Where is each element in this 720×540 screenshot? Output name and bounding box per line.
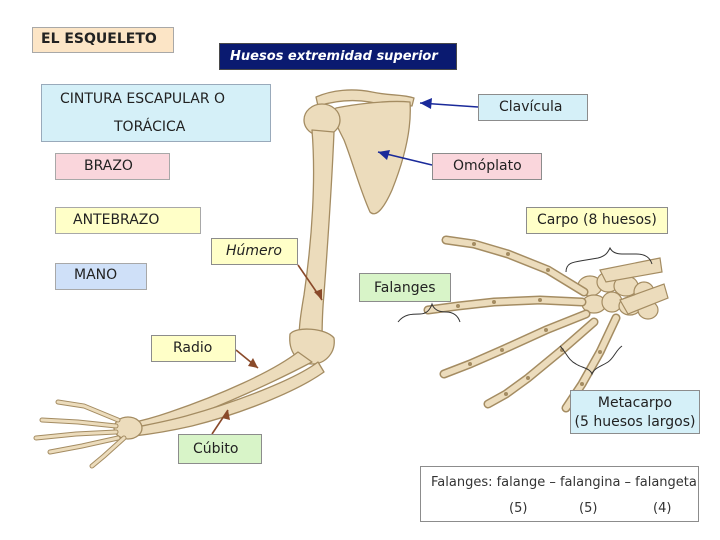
antebrazo-label-box: ANTEBRAZO bbox=[55, 207, 201, 234]
humerus-bone bbox=[298, 129, 335, 345]
subtitle-box: Huesos extremidad superior bbox=[219, 43, 457, 70]
metacarpo-label-line1: Metacarpo bbox=[597, 395, 673, 411]
brazo-label-box: BRAZO bbox=[55, 153, 170, 180]
phalanges-count-falangeta: (4) bbox=[653, 501, 672, 516]
cubito-label-box: Cúbito bbox=[178, 434, 262, 464]
cintura-label-line2: TORÁCICA bbox=[114, 119, 186, 135]
radio-label: Radio bbox=[173, 340, 213, 356]
phalanges-count-falangina: (5) bbox=[579, 501, 598, 516]
finger-joints bbox=[456, 242, 602, 396]
cintura-label-box: CINTURA ESCAPULAR O TORÁCICA bbox=[41, 84, 271, 142]
phalanges-brace bbox=[397, 302, 461, 323]
carpus-brace bbox=[565, 246, 653, 273]
falanges-label-box: Falanges bbox=[359, 273, 451, 302]
phalanges-count-falange: (5) bbox=[509, 501, 528, 516]
humero-label-box: Húmero bbox=[211, 238, 298, 265]
carpo-label: Carpo (8 huesos) bbox=[537, 212, 657, 228]
brazo-label: BRAZO bbox=[84, 158, 133, 174]
clavicula-label: Clavícula bbox=[499, 99, 563, 115]
page-title: EL ESQUELETO bbox=[41, 31, 157, 47]
clavicula-label-box: Clavícula bbox=[478, 94, 588, 121]
mano-label: MANO bbox=[74, 267, 118, 283]
humero-label: Húmero bbox=[226, 243, 282, 259]
phalanges-footnote-line: Falanges: falange – falangina – falanget… bbox=[431, 475, 697, 490]
page-subtitle: Huesos extremidad superior bbox=[230, 49, 438, 64]
scapula-bone bbox=[332, 100, 411, 215]
cubito-label: Cúbito bbox=[193, 441, 239, 457]
title-box: EL ESQUELETO bbox=[32, 27, 174, 53]
antebrazo-label: ANTEBRAZO bbox=[73, 212, 160, 228]
falanges-label: Falanges bbox=[374, 280, 436, 296]
omoplato-label-box: Omóplato bbox=[432, 153, 542, 180]
mano-label-box: MANO bbox=[55, 263, 147, 290]
radio-label-box: Radio bbox=[151, 335, 236, 362]
cintura-label-line1: CINTURA ESCAPULAR O bbox=[60, 91, 226, 107]
omoplato-label: Omóplato bbox=[453, 158, 522, 174]
carpo-label-box: Carpo (8 huesos) bbox=[526, 207, 668, 234]
metacarpus-brace bbox=[559, 345, 623, 376]
metacarpo-label-line2: (5 huesos largos) bbox=[574, 414, 696, 430]
phalanges-footnote-box: Falanges: falange – falangina – falanget… bbox=[420, 466, 699, 522]
metacarpo-label-box: Metacarpo (5 huesos largos) bbox=[570, 390, 700, 434]
